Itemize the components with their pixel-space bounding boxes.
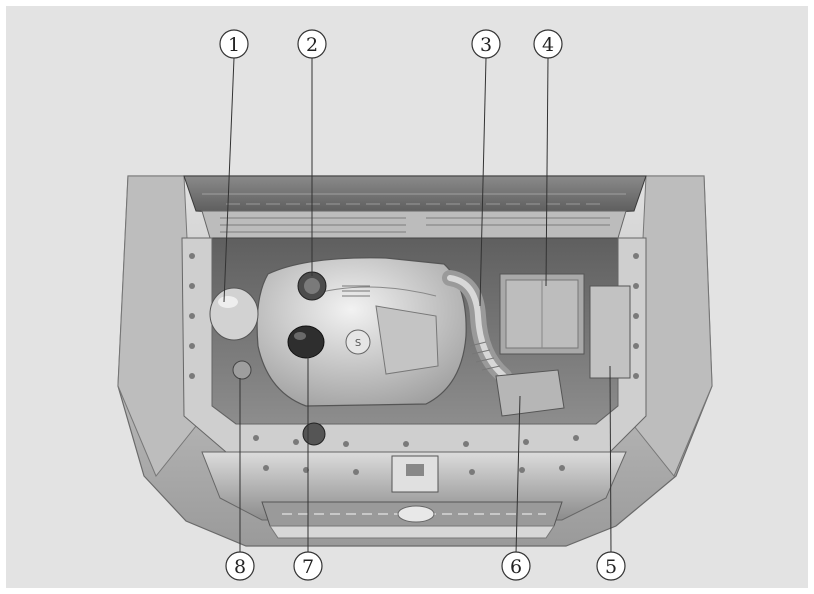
- hood-underside: [183, 175, 647, 239]
- callout-2: 2: [297, 29, 327, 59]
- callout-4: 4: [533, 29, 563, 59]
- battery: [589, 285, 631, 379]
- air-filter-box: [495, 369, 565, 417]
- leader-line-3: [479, 57, 487, 307]
- callout-2-label: 2: [306, 34, 318, 56]
- fuse-box: [499, 273, 585, 355]
- engine-cover: S: [256, 257, 467, 407]
- callout-4-label: 4: [542, 34, 554, 56]
- washer-fluid-filler: [232, 360, 252, 380]
- callout-1-label: 1: [228, 34, 240, 56]
- leader-line-6: [515, 395, 521, 555]
- lower-cap: [302, 422, 326, 446]
- leader-line-5: [609, 365, 612, 555]
- callout-3-label: 3: [480, 34, 492, 56]
- intake-hose: [442, 270, 512, 384]
- leader-line-1: [223, 57, 235, 303]
- leader-lines: [223, 57, 612, 555]
- callout-7-label: 7: [302, 556, 314, 578]
- callout-6-label: 6: [510, 556, 522, 578]
- svg-text:S: S: [355, 338, 361, 349]
- callout-3: 3: [471, 29, 501, 59]
- dark-reservoir: [287, 325, 325, 359]
- callout-7: 7: [293, 551, 323, 581]
- callout-8: 8: [225, 551, 255, 581]
- callout-5-label: 5: [605, 556, 617, 578]
- callout-6: 6: [501, 551, 531, 581]
- diagram-panel: S: [6, 6, 808, 588]
- leader-line-4: [545, 57, 549, 287]
- front-bumper: [201, 451, 627, 527]
- callout-8-label: 8: [234, 556, 246, 578]
- coolant-reservoir: [209, 287, 259, 341]
- oil-filler-cap: [297, 271, 327, 301]
- engine-bay-illustration: S: [6, 6, 808, 588]
- callouts: 1 2 3 4 5: [219, 29, 626, 581]
- callout-5: 5: [596, 551, 626, 581]
- bumper-lip: [269, 525, 555, 539]
- callout-1: 1: [219, 29, 249, 59]
